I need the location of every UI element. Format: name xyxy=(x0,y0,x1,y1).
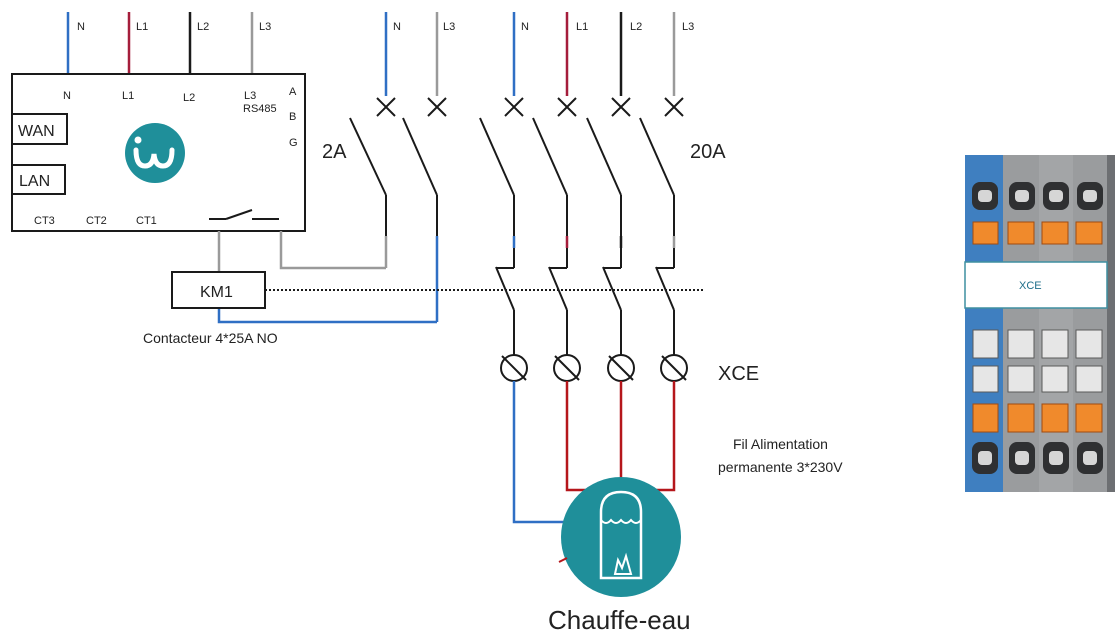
km1-neutral-wire xyxy=(217,308,437,324)
load-label-l3: L3 xyxy=(682,21,694,33)
control-label-l3: L3 xyxy=(443,21,455,33)
xce-label: XCE xyxy=(718,363,759,385)
module-ct1: CT1 xyxy=(136,215,157,227)
module-terminal-l2: L2 xyxy=(183,92,195,104)
contactor-poles xyxy=(495,248,675,346)
water-heater-icon xyxy=(558,477,681,597)
module-relay-contact xyxy=(209,209,279,220)
xce-terminals xyxy=(500,354,688,382)
feed-note-line1: Fil Alimentation xyxy=(733,436,828,452)
module-ct2: CT2 xyxy=(86,215,107,227)
module-rs485-label: RS485 xyxy=(243,103,277,115)
module-terminal-l1: L1 xyxy=(122,90,134,102)
load-label-l2: L2 xyxy=(630,21,642,33)
terminal-block-label: XCE xyxy=(1019,280,1042,292)
module-terminal-n: N xyxy=(63,90,71,102)
supply-label-l2: L2 xyxy=(197,21,209,33)
supply-label-l1: L1 xyxy=(136,21,148,33)
control-breaker-rating: 2A xyxy=(322,141,347,163)
wan-port xyxy=(11,113,68,145)
module-rs485-a: A xyxy=(289,86,297,98)
lan-port xyxy=(11,164,66,195)
iw-logo-icon xyxy=(125,123,185,183)
terminal-block-label-strip xyxy=(964,261,1108,309)
load-label-l1: L1 xyxy=(576,21,588,33)
feed-note-line2: permanente 3*230V xyxy=(718,459,843,475)
control-label-n: N xyxy=(393,21,401,33)
load-label-n: N xyxy=(521,21,529,33)
module-rs485-g: G xyxy=(289,137,298,149)
km1-label: KM1 xyxy=(200,284,233,301)
supply-label-n: N xyxy=(77,21,85,33)
load-breaker-rating: 20A xyxy=(690,141,726,163)
breaker-blades xyxy=(349,117,675,196)
module-ct3: CT3 xyxy=(34,215,55,227)
relay-to-breaker-wire xyxy=(279,231,386,270)
heater-label: Chauffe-eau xyxy=(548,605,691,634)
lan-port-label: LAN xyxy=(19,173,50,190)
wan-port-label: WAN xyxy=(18,123,55,140)
breaker-trip-marks xyxy=(376,97,684,117)
km1-contactor xyxy=(171,271,266,309)
module-terminal-l3: L3 xyxy=(244,90,256,102)
terminal-block-image: XCE xyxy=(964,155,1115,492)
contactor-caption: Contacteur 4*25A NO xyxy=(143,330,278,346)
supply-label-l3: L3 xyxy=(259,21,271,33)
heater-neutral-wire xyxy=(512,381,564,524)
module-rs485-b: B xyxy=(289,111,296,123)
